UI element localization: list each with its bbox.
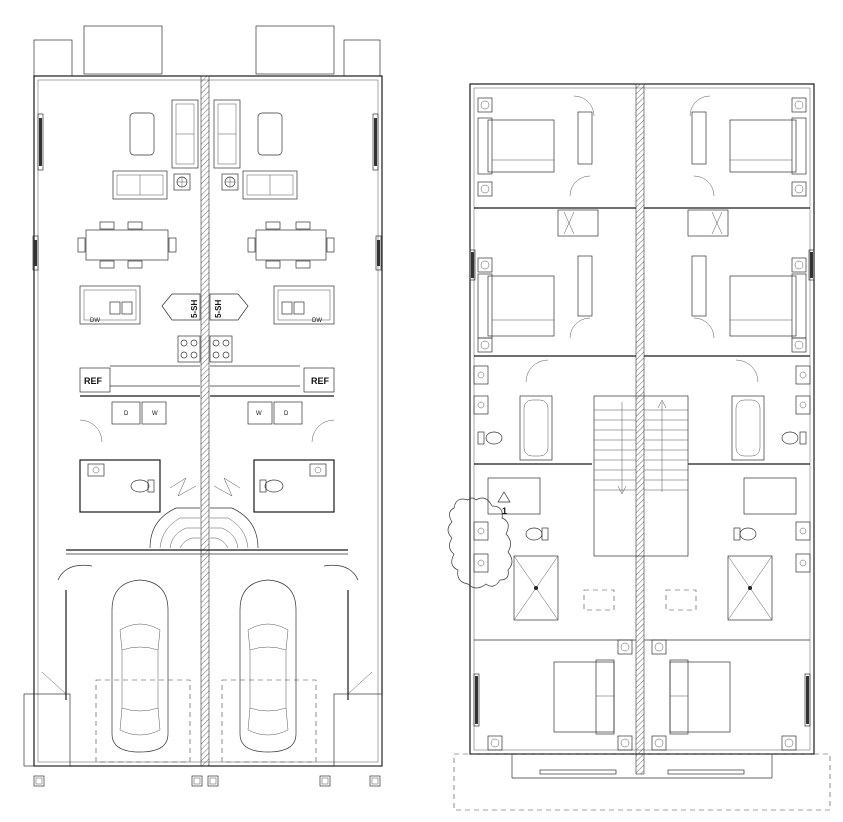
dryer-label: D [124, 411, 129, 417]
sofa-icon [213, 99, 241, 169]
dryer-label: D [284, 411, 289, 417]
bathtub-icon [519, 395, 553, 461]
shower-label: 5-SH [190, 300, 199, 318]
toilet-icon [525, 527, 549, 541]
washer-label: W [256, 411, 262, 417]
shower-icon [513, 555, 559, 621]
dining-table-icon [77, 221, 177, 269]
bathtub-icon [731, 395, 765, 461]
refrigerator-left [79, 367, 111, 393]
sink-icon [473, 365, 489, 385]
sink-icon [309, 463, 327, 477]
bed-icon [553, 659, 615, 735]
car-icon [239, 579, 297, 753]
column-icon [617, 735, 633, 751]
column-icon [319, 775, 331, 787]
dishwasher-label: DW [90, 318, 100, 324]
upper-party-wall [635, 83, 645, 775]
toilet-icon [259, 479, 284, 493]
column-icon [477, 337, 493, 353]
car-icon [111, 579, 169, 753]
toilet-icon [477, 431, 503, 445]
revision-tag: 1 [502, 506, 507, 516]
revision-cloud-icon: 1 [447, 491, 513, 589]
planter-bottom-left [23, 693, 71, 767]
sink-icon [109, 301, 133, 315]
range-icon [209, 335, 233, 363]
dining-table-icon [247, 221, 335, 269]
sink-icon [795, 521, 811, 541]
sofa-icon [171, 99, 199, 169]
sink-icon [795, 395, 811, 415]
ottoman-left [129, 112, 155, 156]
toilet-icon [781, 431, 807, 445]
ottoman-right [257, 112, 283, 156]
column-icon [791, 337, 807, 353]
column-icon [191, 775, 203, 787]
range-icon [177, 335, 201, 363]
column-icon [487, 735, 503, 751]
column-icon [791, 257, 807, 273]
column-icon [221, 173, 239, 191]
bed-icon [669, 659, 731, 735]
sink-icon [473, 553, 489, 573]
column-icon [617, 639, 633, 655]
bed-icon [477, 117, 555, 175]
column-icon [651, 639, 667, 655]
bed-icon [729, 117, 807, 175]
toilet-icon [130, 479, 155, 493]
sink-icon [795, 553, 811, 573]
stair-icon [149, 477, 259, 549]
column-icon [781, 735, 797, 751]
stair-icon [593, 395, 689, 557]
sink-icon [281, 301, 305, 315]
toilet-icon [733, 527, 757, 541]
sink-icon [795, 365, 811, 385]
ground-floor-plan: DW DW 5-SH 5-SH REF REF [23, 25, 383, 787]
column-icon [33, 775, 45, 787]
sink-icon [87, 463, 105, 477]
sink-icon [473, 521, 489, 541]
column-icon [369, 775, 381, 787]
sofa-icon [112, 170, 168, 200]
bed-icon [729, 273, 807, 339]
refrigerator-label: REF [84, 376, 103, 386]
refrigerator-right [303, 367, 335, 393]
washer-label: W [152, 411, 158, 417]
shower-label: 5-SH [214, 300, 223, 318]
sink-icon [473, 395, 489, 415]
column-icon [651, 735, 667, 751]
refrigerator-label: REF [311, 376, 330, 386]
shower-icon [727, 555, 773, 621]
planter-top-left [33, 39, 73, 77]
column-icon [791, 181, 807, 197]
planter-bottom-right [333, 693, 383, 767]
ground-party-wall [200, 75, 210, 767]
planter-top-right [343, 39, 381, 77]
kitchen-island-right [273, 285, 335, 325]
dishwasher-label: DW [312, 318, 322, 324]
kitchen-island-left [79, 285, 141, 325]
column-icon [173, 173, 191, 191]
column-icon [477, 181, 493, 197]
column-icon [477, 257, 493, 273]
planter-top-mid-right [255, 25, 335, 75]
upper-floor-plan: 1 [447, 83, 831, 811]
column-icon [477, 97, 493, 113]
column-icon [791, 97, 807, 113]
sofa-icon [242, 170, 298, 200]
column-icon [207, 775, 219, 787]
bed-icon [477, 273, 555, 339]
planter-top-mid-left [83, 25, 163, 75]
